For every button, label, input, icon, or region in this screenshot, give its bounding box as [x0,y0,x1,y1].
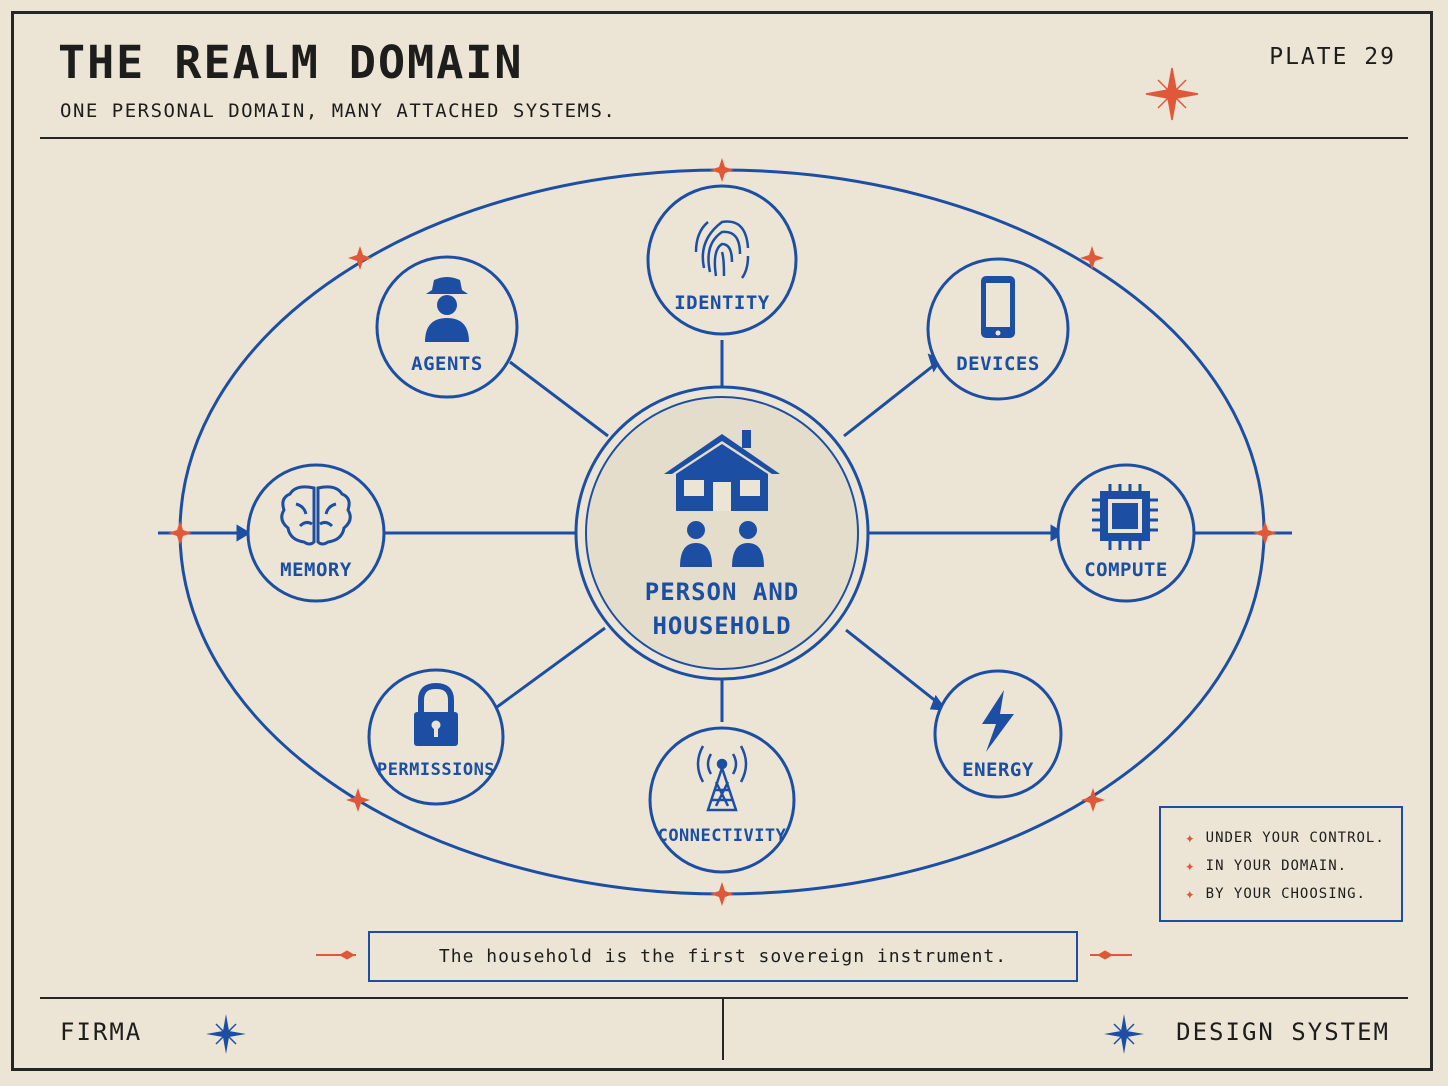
footer-label: DESIGN SYSTEM [1176,1018,1390,1046]
footer-star-right-icon [1104,1014,1144,1054]
legend-text: BY YOUR CHOOSING. [1205,886,1366,902]
antenna-icon [696,745,748,812]
legend-star-icon: ✦ [1185,856,1196,875]
legend-item: ✦ UNDER YOUR CONTROL. [1185,824,1401,852]
node-permissions: PERMISSIONS [367,668,505,806]
plate-number: PLATE 29 [1269,44,1396,70]
legend-item: ✦ IN YOUR DOMAIN. [1185,852,1401,880]
node-label-devices: DEVICES [956,353,1040,375]
padlock-icon [414,682,458,746]
node-devices: DEVICES [926,257,1070,401]
header-divider [40,137,1408,139]
page-frame [11,11,1433,1071]
center-label-line1: PERSON AND [645,578,800,606]
chip-icon [1092,484,1158,550]
marker-star-icon [1080,246,1104,270]
node-label-agents: AGENTS [411,353,483,375]
legend-text: IN YOUR DOMAIN. [1205,858,1348,874]
node-label-permissions: PERMISSIONS [377,760,495,780]
node-compute: COMPUTE [1056,463,1196,603]
node-identity: IDENTITY [646,184,798,336]
marker-star-icon [710,882,734,906]
lightning-icon [982,690,1014,752]
marker-star-icon [710,158,734,182]
smartphone-icon [981,276,1015,338]
footer-brand: FIRMA [60,1018,143,1046]
marker-star-icon [346,788,370,812]
node-connectivity: CONNECTIVITY [648,726,796,874]
marker-star-icon [1253,521,1277,545]
legend-star-icon: ✦ [1185,884,1196,903]
node-memory: MEMORY [246,463,386,603]
page-title: THE REALM DOMAIN [58,36,524,89]
legend-star-icon: ✦ [1185,828,1196,847]
footer-divider [40,997,1408,999]
fingerprint-icon [694,220,750,279]
marker-star-icon [168,521,192,545]
house-people-icon [664,430,780,567]
center-node: PERSON AND HOUSEHOLD [574,385,870,681]
node-label-identity: IDENTITY [674,292,770,314]
brain-icon [280,485,352,546]
center-label-line2: HOUSEHOLD [652,612,791,640]
legend-box: ✦ UNDER YOUR CONTROL. ✦ IN YOUR DOMAIN. … [1159,806,1403,922]
node-energy: ENERGY [933,669,1063,799]
quote-banner: The household is the first sovereign ins… [368,931,1078,982]
legend-text: UNDER YOUR CONTROL. [1205,830,1385,846]
legend-item: ✦ BY YOUR CHOOSING. [1185,880,1401,908]
node-label-compute: COMPUTE [1084,559,1168,581]
node-label-energy: ENERGY [962,759,1034,781]
agent-icon [425,277,469,342]
footer-star-left-icon [206,1014,246,1054]
quote-ornaments [316,950,1132,960]
page-subtitle: ONE PERSONAL DOMAIN, MANY ATTACHED SYSTE… [60,100,617,122]
footer-center-divider [722,998,724,1060]
node-label-memory: MEMORY [280,559,352,581]
header-star-icon [1145,67,1199,121]
node-agents: AGENTS [375,255,519,399]
node-label-connectivity: CONNECTIVITY [658,826,787,846]
